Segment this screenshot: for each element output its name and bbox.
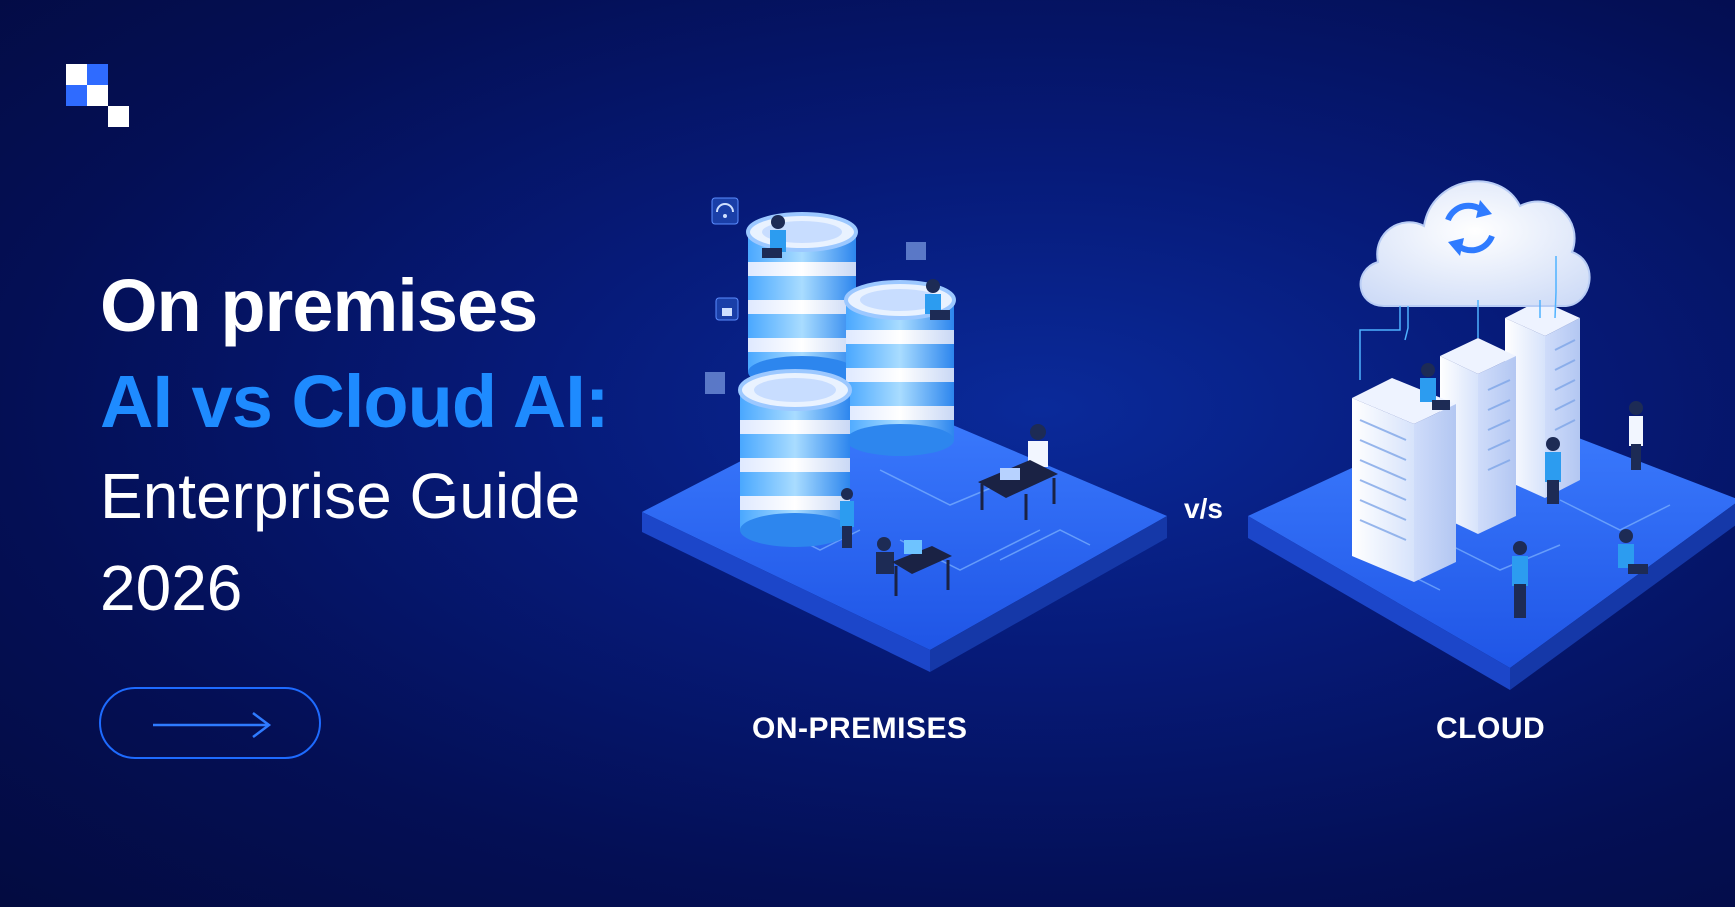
title-line-4: 2026 — [100, 552, 243, 624]
server-tower-icon — [1352, 300, 1580, 582]
read-more-button[interactable] — [99, 687, 321, 759]
desk-icon — [892, 460, 1058, 596]
document-icon — [705, 242, 926, 394]
title-line-2: AI vs Cloud AI: — [100, 360, 609, 443]
versus-label: v/s — [1184, 493, 1223, 524]
title-line-1: On premises — [100, 264, 538, 347]
lock-icon — [715, 297, 739, 321]
title-line-3: Enterprise Guide — [100, 460, 581, 532]
person-icon — [762, 215, 1048, 574]
wifi-icon — [711, 197, 739, 225]
cloud-label: CLOUD — [1436, 712, 1546, 745]
arrow-right-icon — [153, 712, 272, 738]
on-premises-label: ON-PREMISES — [752, 712, 968, 745]
person-icon — [1420, 363, 1648, 618]
connection-lines — [1359, 256, 1557, 380]
page-title: On premises AI vs Cloud AI: Enterprise G… — [100, 258, 609, 634]
cloud-sync-icon — [1359, 180, 1591, 307]
brand-logo-icon — [66, 64, 130, 128]
